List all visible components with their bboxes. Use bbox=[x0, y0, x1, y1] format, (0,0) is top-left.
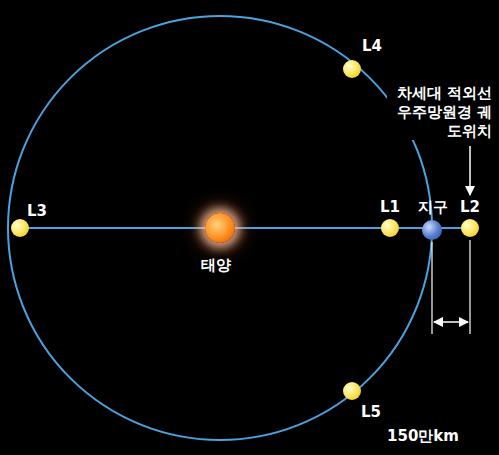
sun-earth-axis bbox=[20, 227, 470, 229]
point-label: L5 bbox=[361, 404, 381, 421]
point-label: L1 bbox=[380, 199, 400, 216]
extension-line bbox=[469, 240, 470, 334]
sun: 태양 bbox=[205, 213, 235, 243]
point-label: L4 bbox=[362, 38, 382, 55]
extension-line bbox=[431, 242, 432, 334]
dimension-arrow bbox=[434, 321, 468, 323]
earth: 지구 bbox=[422, 220, 442, 240]
point-label: L3 bbox=[27, 203, 47, 220]
pointer-arrow bbox=[469, 146, 471, 195]
lagrange-point: L3 bbox=[11, 219, 29, 237]
lagrange-point: L4 bbox=[343, 60, 361, 78]
lagrange-point: L1 bbox=[381, 219, 399, 237]
telescope-caption: 차세대 적외선 우주망원경 궤도위치 bbox=[387, 84, 493, 140]
point-label: L2 bbox=[460, 199, 480, 216]
lagrange-point: L2 bbox=[461, 219, 479, 237]
point-label: 지구 bbox=[418, 199, 448, 216]
distance-label: 150만km bbox=[386, 428, 460, 445]
point-label: 태양 bbox=[201, 257, 231, 274]
lagrange-point: L5 bbox=[343, 382, 361, 400]
